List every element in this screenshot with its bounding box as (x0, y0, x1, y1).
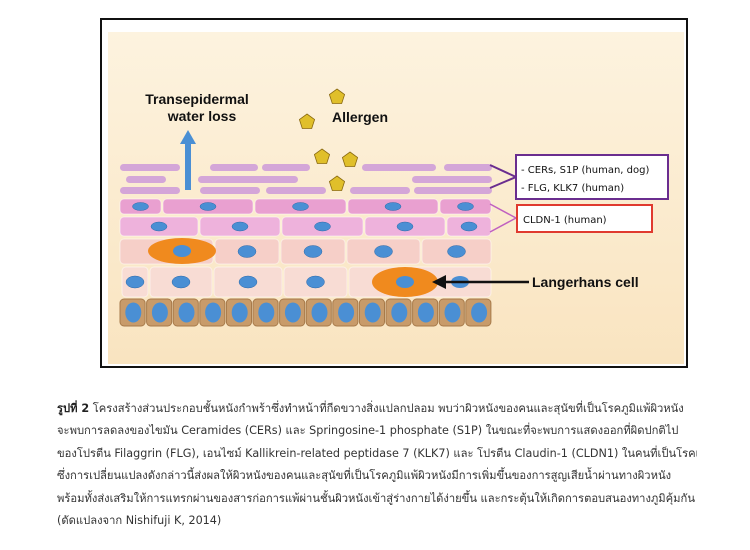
caption-label: รูปที่ 2 (57, 402, 90, 415)
cell-nucleus (391, 302, 408, 323)
callout-cldn: CLDN-1 (human) (523, 215, 607, 226)
cell-nucleus (457, 202, 474, 211)
lipid-lamella (262, 164, 310, 171)
callout-flg: - FLG, KLK7 (human) (521, 183, 624, 194)
skin-diagram: Transepidermal water loss Allergen - CER… (108, 32, 684, 364)
cell-nucleus (306, 275, 325, 289)
twl-label-2: water loss (167, 108, 237, 124)
cell-nucleus (303, 245, 323, 258)
cell-nucleus (444, 302, 461, 323)
lipid-lamella (362, 164, 436, 171)
caption-line: จะพบการลดลงของไขมัน Ceramides (CERs) และ… (57, 424, 679, 438)
cell-nucleus (205, 302, 222, 323)
callout-cers: - CERs, S1P (human, dog) (521, 165, 649, 176)
skin-barrier-figure: Transepidermal water loss Allergen - CER… (100, 18, 688, 368)
cell-nucleus (231, 302, 248, 323)
lipid-lamella (120, 187, 180, 194)
allergen-label: Allergen (332, 109, 388, 125)
langerhans-label: Langerhans cell (532, 274, 639, 290)
cldn-callout-box (516, 204, 653, 233)
lipid-lamella (210, 164, 258, 171)
allergen-icon (341, 151, 359, 167)
cell-nucleus (258, 302, 275, 323)
cell-nucleus (447, 245, 466, 258)
cell-nucleus (417, 302, 434, 323)
caption-line: (ดัดแปลงจาก Nishifuji K, 2014) (57, 514, 222, 528)
cell-nucleus (238, 275, 258, 289)
cell-nucleus (292, 202, 309, 211)
cell-nucleus (125, 275, 145, 289)
cell-nucleus (338, 302, 355, 323)
lipid-lamella (120, 164, 180, 171)
allergen-icon (328, 88, 346, 104)
lipid-lamella (444, 164, 492, 171)
cell-nucleus (171, 275, 191, 289)
cell-nucleus (237, 245, 257, 258)
cell-nucleus (231, 221, 249, 232)
cell-nucleus (151, 302, 168, 323)
cell-nucleus (284, 302, 301, 323)
allergen-icon (328, 175, 346, 191)
water-loss-arrow (180, 130, 196, 190)
cell-nucleus (125, 302, 142, 323)
cell-nucleus (173, 245, 191, 257)
lipid-callout-box (515, 154, 669, 200)
cell-nucleus (199, 202, 217, 211)
lipid-lamella (350, 187, 410, 194)
cell-nucleus (384, 202, 402, 211)
langerhans-arrow (432, 275, 529, 289)
cell-nucleus (374, 245, 393, 258)
allergen-icon (313, 148, 331, 164)
cell-nucleus (396, 221, 414, 232)
cell-nucleus (314, 221, 331, 232)
cell-nucleus (396, 276, 414, 288)
cell-nucleus (364, 302, 381, 323)
twl-label-1: Transepidermal (145, 91, 249, 107)
lipid-lamella (200, 187, 260, 194)
lipid-lamella (414, 187, 492, 194)
cell-nucleus (132, 202, 149, 211)
caption-line: พร้อมทั้งส่งเสริมให้การแทรกผ่านของสารก่อ… (57, 491, 695, 505)
caption-line: ซึ่งการเปลี่ยนแปลงดังกล่าวนี้ส่งผลให้ผิว… (57, 469, 672, 483)
lipid-lamella (266, 187, 326, 194)
cell-nucleus (178, 302, 195, 323)
allergen-icon (298, 113, 316, 129)
lipid-lamella (126, 176, 166, 183)
caption-line: ของโปรตีน Filaggrin (FLG), เอนไซม์ Kalli… (57, 446, 697, 460)
lipid-lamella (198, 176, 298, 183)
cell-nucleus (460, 221, 478, 232)
cell-nucleus (471, 302, 488, 323)
cell-nucleus (311, 302, 328, 323)
caption-line: โครงสร้างส่วนประกอบชั้นหนังกำพร้าซึ่งทำห… (92, 402, 684, 415)
lipid-lamella (412, 176, 492, 183)
cell-nucleus (150, 221, 168, 232)
figure-caption: รูปที่ 2 โครงสร้างส่วนประกอบชั้นหนังกำพร… (57, 398, 697, 532)
